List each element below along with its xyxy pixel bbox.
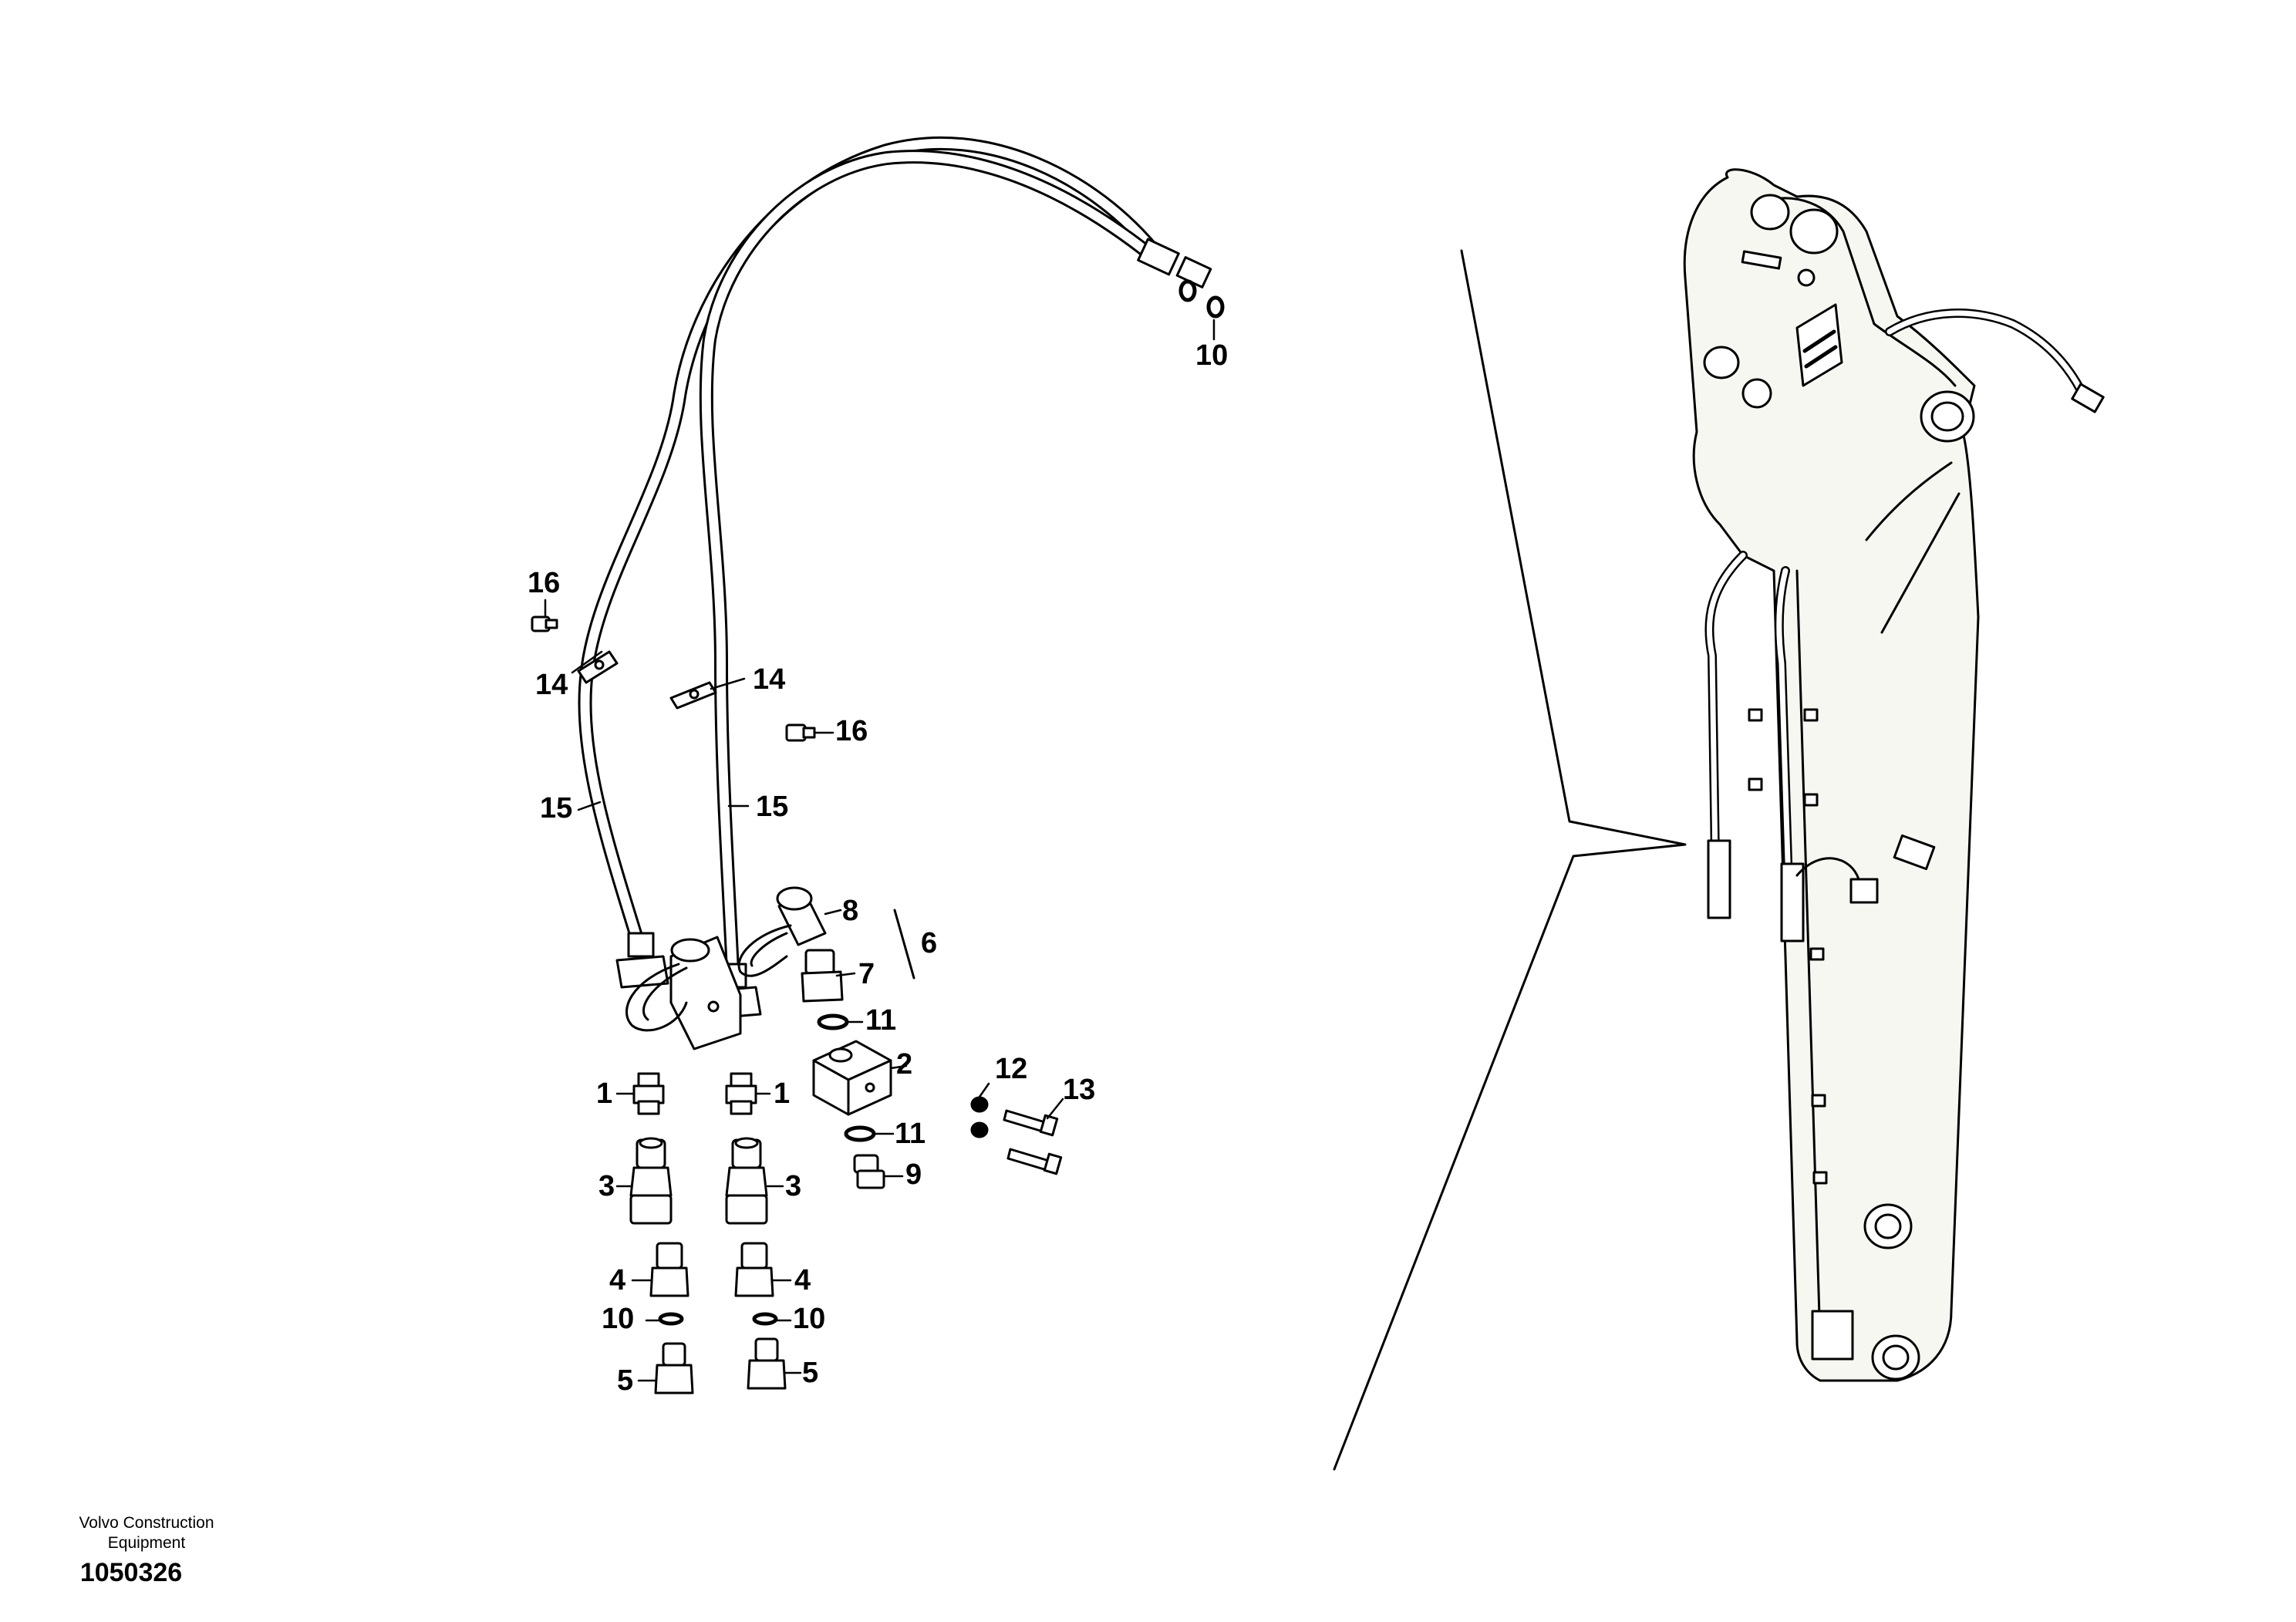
drawing-number: 1050326 (79, 1558, 183, 1587)
callout-13: 13 (1063, 1074, 1095, 1106)
company-line-1: Volvo Construction (79, 1514, 214, 1532)
manifold-assembly (625, 936, 742, 1050)
nipple-1-left (632, 1072, 665, 1115)
dust-cap (737, 886, 827, 977)
o-ring-11-lower (844, 1125, 876, 1142)
company-name: Volvo Construction Equipment (31, 1513, 262, 1553)
o-ring-top-a (1178, 279, 1197, 302)
coupling-3-right (725, 1137, 768, 1225)
callout-5-right: 5 (802, 1357, 818, 1389)
group-bracket-6 (893, 909, 915, 980)
callout-4-right: 4 (794, 1264, 811, 1297)
callout-10-right: 10 (793, 1303, 825, 1335)
screw-right (785, 723, 816, 742)
callout-4-left: 4 (609, 1264, 625, 1297)
boom-brackets (1748, 708, 1828, 1185)
o-ring-11-upper (817, 1013, 849, 1030)
detail-pointer (1333, 249, 1687, 1471)
callout-16-right: 16 (835, 715, 868, 747)
callout-11-lower: 11 (895, 1118, 925, 1150)
block-2 (812, 1040, 892, 1116)
o-ring-top-b (1206, 295, 1225, 319)
callout-14-right: 14 (753, 663, 785, 696)
callout-6: 6 (921, 927, 937, 959)
callout-14-left: 14 (535, 669, 568, 701)
plug-9 (853, 1154, 885, 1189)
company-line-2: Equipment (107, 1534, 186, 1552)
washer-12-b (970, 1121, 989, 1138)
coupling-3-left (629, 1137, 673, 1225)
fitting-5-right (747, 1337, 787, 1390)
o-ring-10-left (658, 1312, 684, 1326)
clamp-right (669, 681, 717, 710)
leader-lines (544, 319, 1215, 1382)
callout-16-left: 16 (528, 567, 560, 599)
adapter-7 (801, 949, 844, 1003)
callout-3-left: 3 (598, 1170, 615, 1202)
hose-end-fitting-top (1137, 238, 1212, 288)
callout-labels: 10 16 14 14 16 15 15 8 6 7 11 2 12 13 1 … (528, 339, 1228, 1397)
callout-15-right: 15 (756, 791, 788, 823)
boom (1683, 168, 1980, 1382)
clamp-left (577, 650, 619, 684)
hose-fitting-left (615, 932, 669, 989)
callout-7: 7 (858, 958, 875, 990)
callout-1-left: 1 (596, 1077, 612, 1110)
nipple-1-right (725, 1072, 757, 1115)
callout-3-right: 3 (785, 1170, 801, 1202)
callout-1-right: 1 (774, 1077, 790, 1110)
callout-12: 12 (995, 1053, 1027, 1085)
hose-left (578, 136, 1164, 956)
bolt-13-a (1003, 1109, 1059, 1137)
screw-left (531, 615, 558, 632)
o-ring-10-right (752, 1312, 778, 1326)
callout-11-upper: 11 (865, 1004, 896, 1037)
callout-10-left: 10 (602, 1303, 634, 1335)
adapter-4-left (649, 1242, 689, 1297)
washer-12-a (970, 1096, 989, 1113)
callout-8: 8 (842, 895, 858, 927)
boom-hoses (1704, 309, 2105, 943)
callout-9: 9 (905, 1158, 922, 1191)
bolt-13-b (1006, 1148, 1063, 1175)
adapter-4-right (734, 1242, 774, 1297)
callout-10-top: 10 (1195, 339, 1228, 372)
callout-5-left: 5 (617, 1364, 633, 1397)
fitting-5-left (654, 1342, 694, 1394)
callout-15-left: 15 (540, 792, 572, 824)
callout-2: 2 (896, 1048, 912, 1081)
hose-right (699, 150, 1172, 979)
